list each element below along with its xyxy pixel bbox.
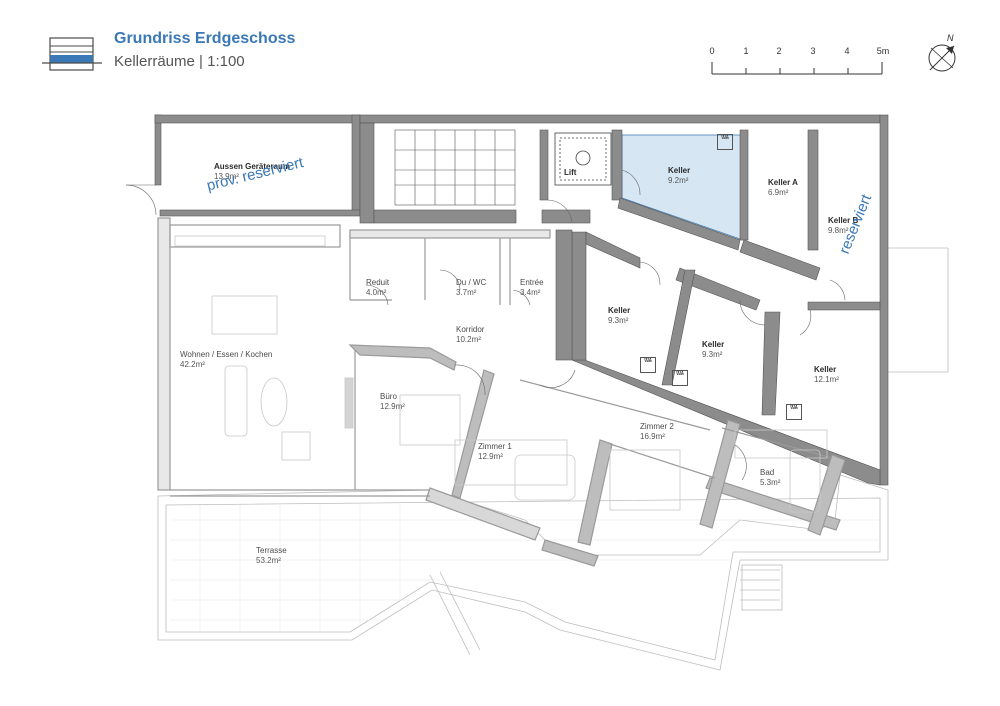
room-label: Korridor <box>456 325 485 334</box>
room-area: 3.7m² <box>456 288 477 297</box>
furniture <box>174 235 828 513</box>
wash-label: WA <box>644 358 652 364</box>
scale-tick: 2 <box>776 46 782 56</box>
room-area: 9.3m² <box>608 316 629 325</box>
tumble-label: TU <box>790 405 798 411</box>
room-label: Zimmer 2 <box>640 422 674 431</box>
north-label: N <box>947 33 954 43</box>
wash-tumble-marker: WA TU <box>786 404 802 420</box>
room-label: Reduit <box>366 278 390 287</box>
room-label: Terrasse <box>256 546 287 555</box>
wash-tumble-marker: WA TU <box>672 370 688 386</box>
room-area: 9.8m² <box>828 226 849 235</box>
page-title: Grundriss Erdgeschoss <box>114 30 296 47</box>
scale-bar-graphic <box>711 62 883 75</box>
scale-tick: 1 <box>743 46 749 56</box>
room-label: Keller <box>702 340 725 349</box>
room-area: 13.9m² <box>214 172 239 181</box>
room-label: Keller A <box>768 178 798 187</box>
scale-tick: 3 <box>810 46 816 56</box>
lift-label: Lift <box>564 168 577 177</box>
room-area: 3.4m² <box>520 288 541 297</box>
scale-tick: 4 <box>844 46 850 56</box>
stair <box>394 129 516 206</box>
wash-label: WA <box>676 371 684 377</box>
scale-tick: 5m <box>876 46 890 56</box>
room-label: Keller <box>814 365 837 374</box>
room-label: Zimmer 1 <box>478 442 512 451</box>
room-label: Du / WC <box>456 278 487 287</box>
ground-floor-walls <box>157 217 846 567</box>
scale-tick: 0 <box>709 46 715 56</box>
room-area: 12.9m² <box>380 402 405 411</box>
page-subtitle: Kellerräume | 1:100 <box>114 53 245 70</box>
lift <box>554 132 612 186</box>
room-label: Wohnen / Essen / Kochen <box>180 350 273 359</box>
room-area: 5.3m² <box>760 478 781 487</box>
wash-label: WA <box>721 135 729 141</box>
room-area: 9.3m² <box>702 350 723 359</box>
room-area: 9.2m² <box>668 176 689 185</box>
room-area: 6.9m² <box>768 188 789 197</box>
room-area: 16.9m² <box>640 432 665 441</box>
north-arrow-icon <box>922 36 962 76</box>
room-label: Bad <box>760 468 775 477</box>
room-area: 42.2m² <box>180 360 205 369</box>
room-label: Keller <box>608 306 631 315</box>
room-area: 53.2m² <box>256 556 281 565</box>
room-area: 12.1m² <box>814 375 839 384</box>
room-area: 10.2m² <box>456 335 481 344</box>
door-swings <box>125 169 846 481</box>
room-label: Entrée <box>520 278 544 287</box>
cellar-walls <box>154 114 889 486</box>
tumble-label: TU <box>676 371 684 377</box>
legend-icon <box>42 37 102 73</box>
room-label: Keller B <box>828 216 859 225</box>
wash-tumble-marker: WA TU <box>640 357 656 373</box>
room-label: Aussen Geräteraum <box>214 162 291 171</box>
room-label: Büro <box>380 392 397 401</box>
room-label: Keller <box>668 166 691 175</box>
terrace-hatch <box>170 505 880 632</box>
wash-tumble-marker: WA TU <box>717 134 733 150</box>
room-area: 12.9m² <box>478 452 503 461</box>
tumble-label: TU <box>721 135 729 141</box>
tumble-label: TU <box>644 358 652 364</box>
wash-label: WA <box>790 405 798 411</box>
room-area: 4.0m² <box>366 288 387 297</box>
